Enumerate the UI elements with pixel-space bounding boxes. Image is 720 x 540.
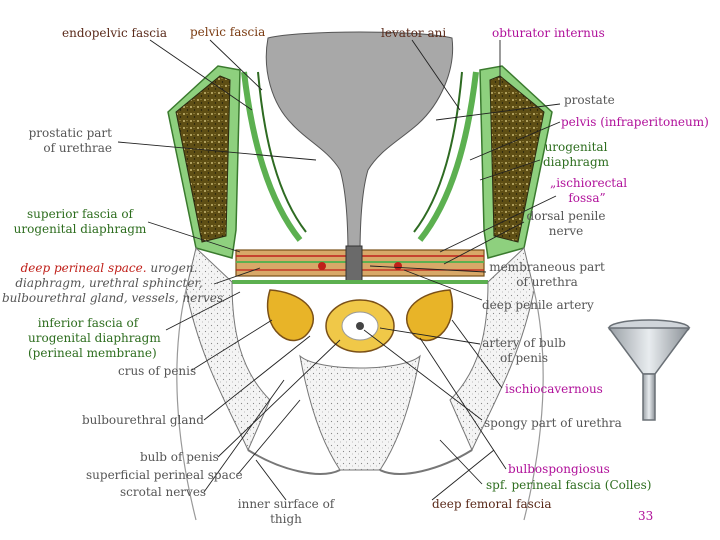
label-obturator-internus: obturator internus: [492, 26, 605, 40]
label-deep-femoral-fascia: deep femoral fascia: [432, 497, 552, 511]
label-inner-surface-thigh: inner surface of thigh: [236, 497, 336, 527]
left-levator-inner: [257, 71, 307, 233]
label-inferior-fascia: inferior fascia of urogenital diaphragm …: [28, 316, 161, 361]
label-prostatic-part: prostatic part of urethrae: [16, 126, 112, 156]
left-thigh-outline: [176, 289, 197, 521]
label-superior-fascia-line2: urogenital diaphragm: [13, 222, 147, 236]
membranous-urethra: [345, 245, 363, 283]
right-superficial-space: [449, 247, 535, 452]
label-dorsal-penile-line2: nerve: [548, 224, 584, 238]
label-crus-of-penis: crus of penis: [118, 364, 197, 378]
left-muscle-band: [175, 75, 231, 243]
label-levator-ani: levator ani: [381, 26, 447, 40]
label-bulbospongiosus: bulbospongiosus: [508, 462, 610, 476]
right-levator-inner: [413, 71, 463, 233]
leader-lines: [117, 39, 561, 501]
label-prostatic-part-line1: prostatic part: [28, 126, 112, 140]
label-pelvis-infraperitoneum: pelvis (infraperitoneum): [561, 115, 709, 129]
label-deep-perineal-title: deep perineal space.: [20, 261, 147, 275]
label-superficial-perineal-space: superficial perineal space: [86, 468, 243, 482]
left-levator-ani: [241, 71, 303, 242]
label-membraneous-urethra: membraneous part of urethra: [488, 260, 606, 290]
right-levator-ani: [417, 71, 479, 242]
prostate: [265, 31, 454, 257]
label-membraneous-line1: membraneous part: [489, 260, 605, 274]
label-inferior-fascia-line1: inferior fascia of: [37, 316, 139, 330]
right-muscle-band: [489, 75, 545, 243]
right-crus: [405, 289, 453, 342]
label-pelvic-fascia: pelvic fascia: [190, 25, 266, 39]
label-spongy-part: spongy part of urethra: [484, 416, 622, 430]
label-scrotal-nerves: scrotal nerves: [120, 485, 207, 499]
label-deep-penile-artery: deep penile artery: [482, 298, 594, 312]
label-inner-surface-line1: inner surface of: [237, 497, 335, 511]
label-prostate: prostate: [564, 93, 615, 107]
left-superficial-space: [185, 247, 271, 452]
label-deep-perineal-line3: bulbourethral gland, vessels, nerves: [2, 291, 224, 305]
label-inferior-fascia-line3: (perineal membrane): [28, 346, 157, 360]
right-thigh-outline: [523, 289, 544, 521]
label-urogenital-diaphragm-line1: urogenital: [544, 140, 608, 154]
label-bulb-of-penis: bulb of penis: [140, 450, 219, 464]
label-artery-of-bulb: artery of bulb of penis: [478, 336, 570, 366]
label-ischiorectal-line2: fossa”: [568, 191, 606, 205]
colles-fascia: [247, 449, 473, 475]
label-urogenital-diaphragm: urogenital diaphragm: [534, 140, 618, 170]
page-number: 33: [638, 509, 654, 523]
label-inner-surface-line2: thigh: [270, 512, 302, 526]
label-artery-bulb-line2: of penis: [500, 351, 548, 365]
label-ischiocavernous: ischiocavernous: [505, 382, 603, 396]
label-deep-perineal-space: deep perineal space. urogen. diaphragm, …: [2, 261, 224, 306]
label-ischiorectal-fossa: „ischiorectal fossa”: [550, 176, 628, 206]
label-deep-perineal-rest: urogen.: [146, 261, 198, 275]
funnel-icon: [607, 319, 691, 421]
label-inferior-fascia-line2: urogenital diaphragm: [28, 331, 161, 345]
label-membraneous-line2: of urethra: [516, 275, 578, 289]
label-superior-fascia: superior fascia of urogenital diaphragm: [8, 207, 152, 237]
center-superficial-space: [299, 354, 421, 471]
label-deep-perineal-line1: deep perineal space. urogen.: [2, 261, 216, 276]
label-bulbourethral-gland: bulbourethral gland: [82, 413, 204, 427]
label-endopelvic-fascia: endopelvic fascia: [62, 26, 167, 40]
left-crus: [267, 289, 315, 342]
label-ischiorectal-line1: „ischiorectal: [550, 176, 628, 190]
label-deep-perineal-line2: diaphragm, urethral sphincter,: [15, 276, 203, 290]
label-artery-bulb-line1: artery of bulb: [482, 336, 566, 350]
label-prostatic-part-line2: of urethrae: [43, 141, 112, 155]
label-superior-fascia-line1: superior fascia of: [27, 207, 133, 221]
label-dorsal-penile-nerve: dorsal penile nerve: [520, 209, 612, 239]
label-urogenital-diaphragm-line2: diaphragm: [542, 155, 610, 169]
label-spf-perineal-fascia: spf. perineal fascia (Colles): [486, 478, 652, 492]
label-dorsal-penile-line1: dorsal penile: [526, 209, 606, 223]
